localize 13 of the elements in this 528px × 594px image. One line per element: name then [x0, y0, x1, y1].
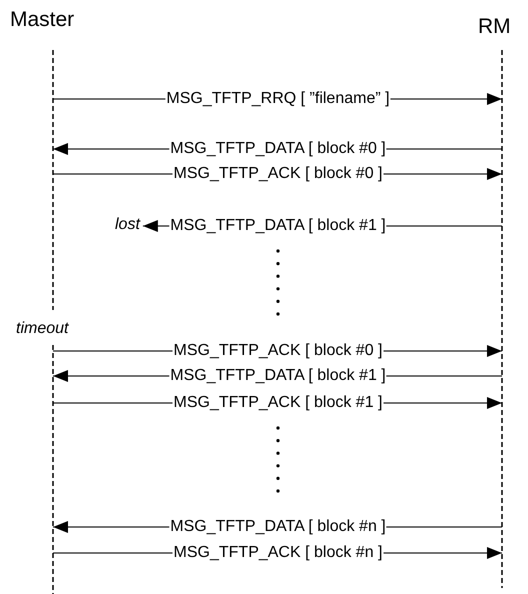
note-text: timeout [16, 320, 68, 338]
message-label: MSG_TFTP_DATA [ block #n ] [169, 518, 387, 536]
message-label: MSG_TFTP_ACK [ block #0 ] [172, 342, 384, 360]
participant-label: RM [478, 15, 511, 38]
message-label: MSG_TFTP_ACK [ block #0 ] [172, 165, 384, 183]
message-label: MSG_TFTP_ACK [ block #1 ] [172, 394, 384, 412]
participant-label: Master [10, 8, 74, 31]
message-label: MSG_TFTP_DATA [ block #1 ] [169, 217, 387, 235]
note-text: lost [115, 216, 140, 234]
message-label: MSG_TFTP_DATA [ block #1 ] [169, 367, 387, 385]
message-label: MSG_TFTP_RRQ [ ”filename” ] [165, 90, 391, 108]
message-label: MSG_TFTP_ACK [ block #n ] [172, 544, 384, 562]
message-label: MSG_TFTP_DATA [ block #0 ] [169, 140, 387, 158]
